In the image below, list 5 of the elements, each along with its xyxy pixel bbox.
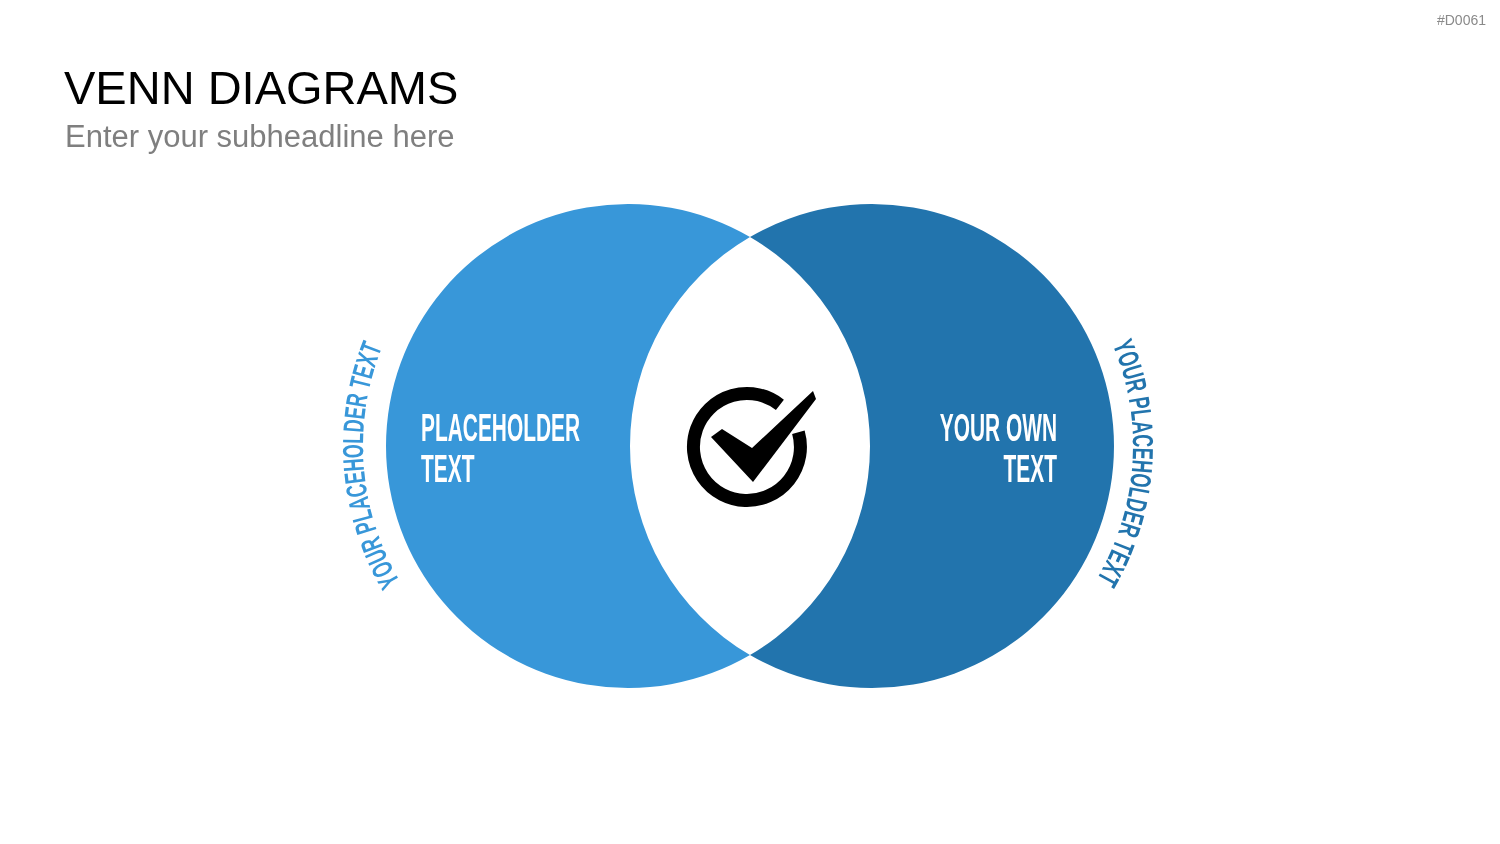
slide-id: #D0061 — [1436, 13, 1486, 27]
subtitle: Enter your subheadline here — [65, 121, 455, 152]
circle-label: YOUR OWN TEXT — [938, 408, 1057, 490]
title: VENN DIAGRAMS — [64, 64, 459, 111]
circle-label: PLACEHOLDER TEXT — [421, 408, 582, 490]
